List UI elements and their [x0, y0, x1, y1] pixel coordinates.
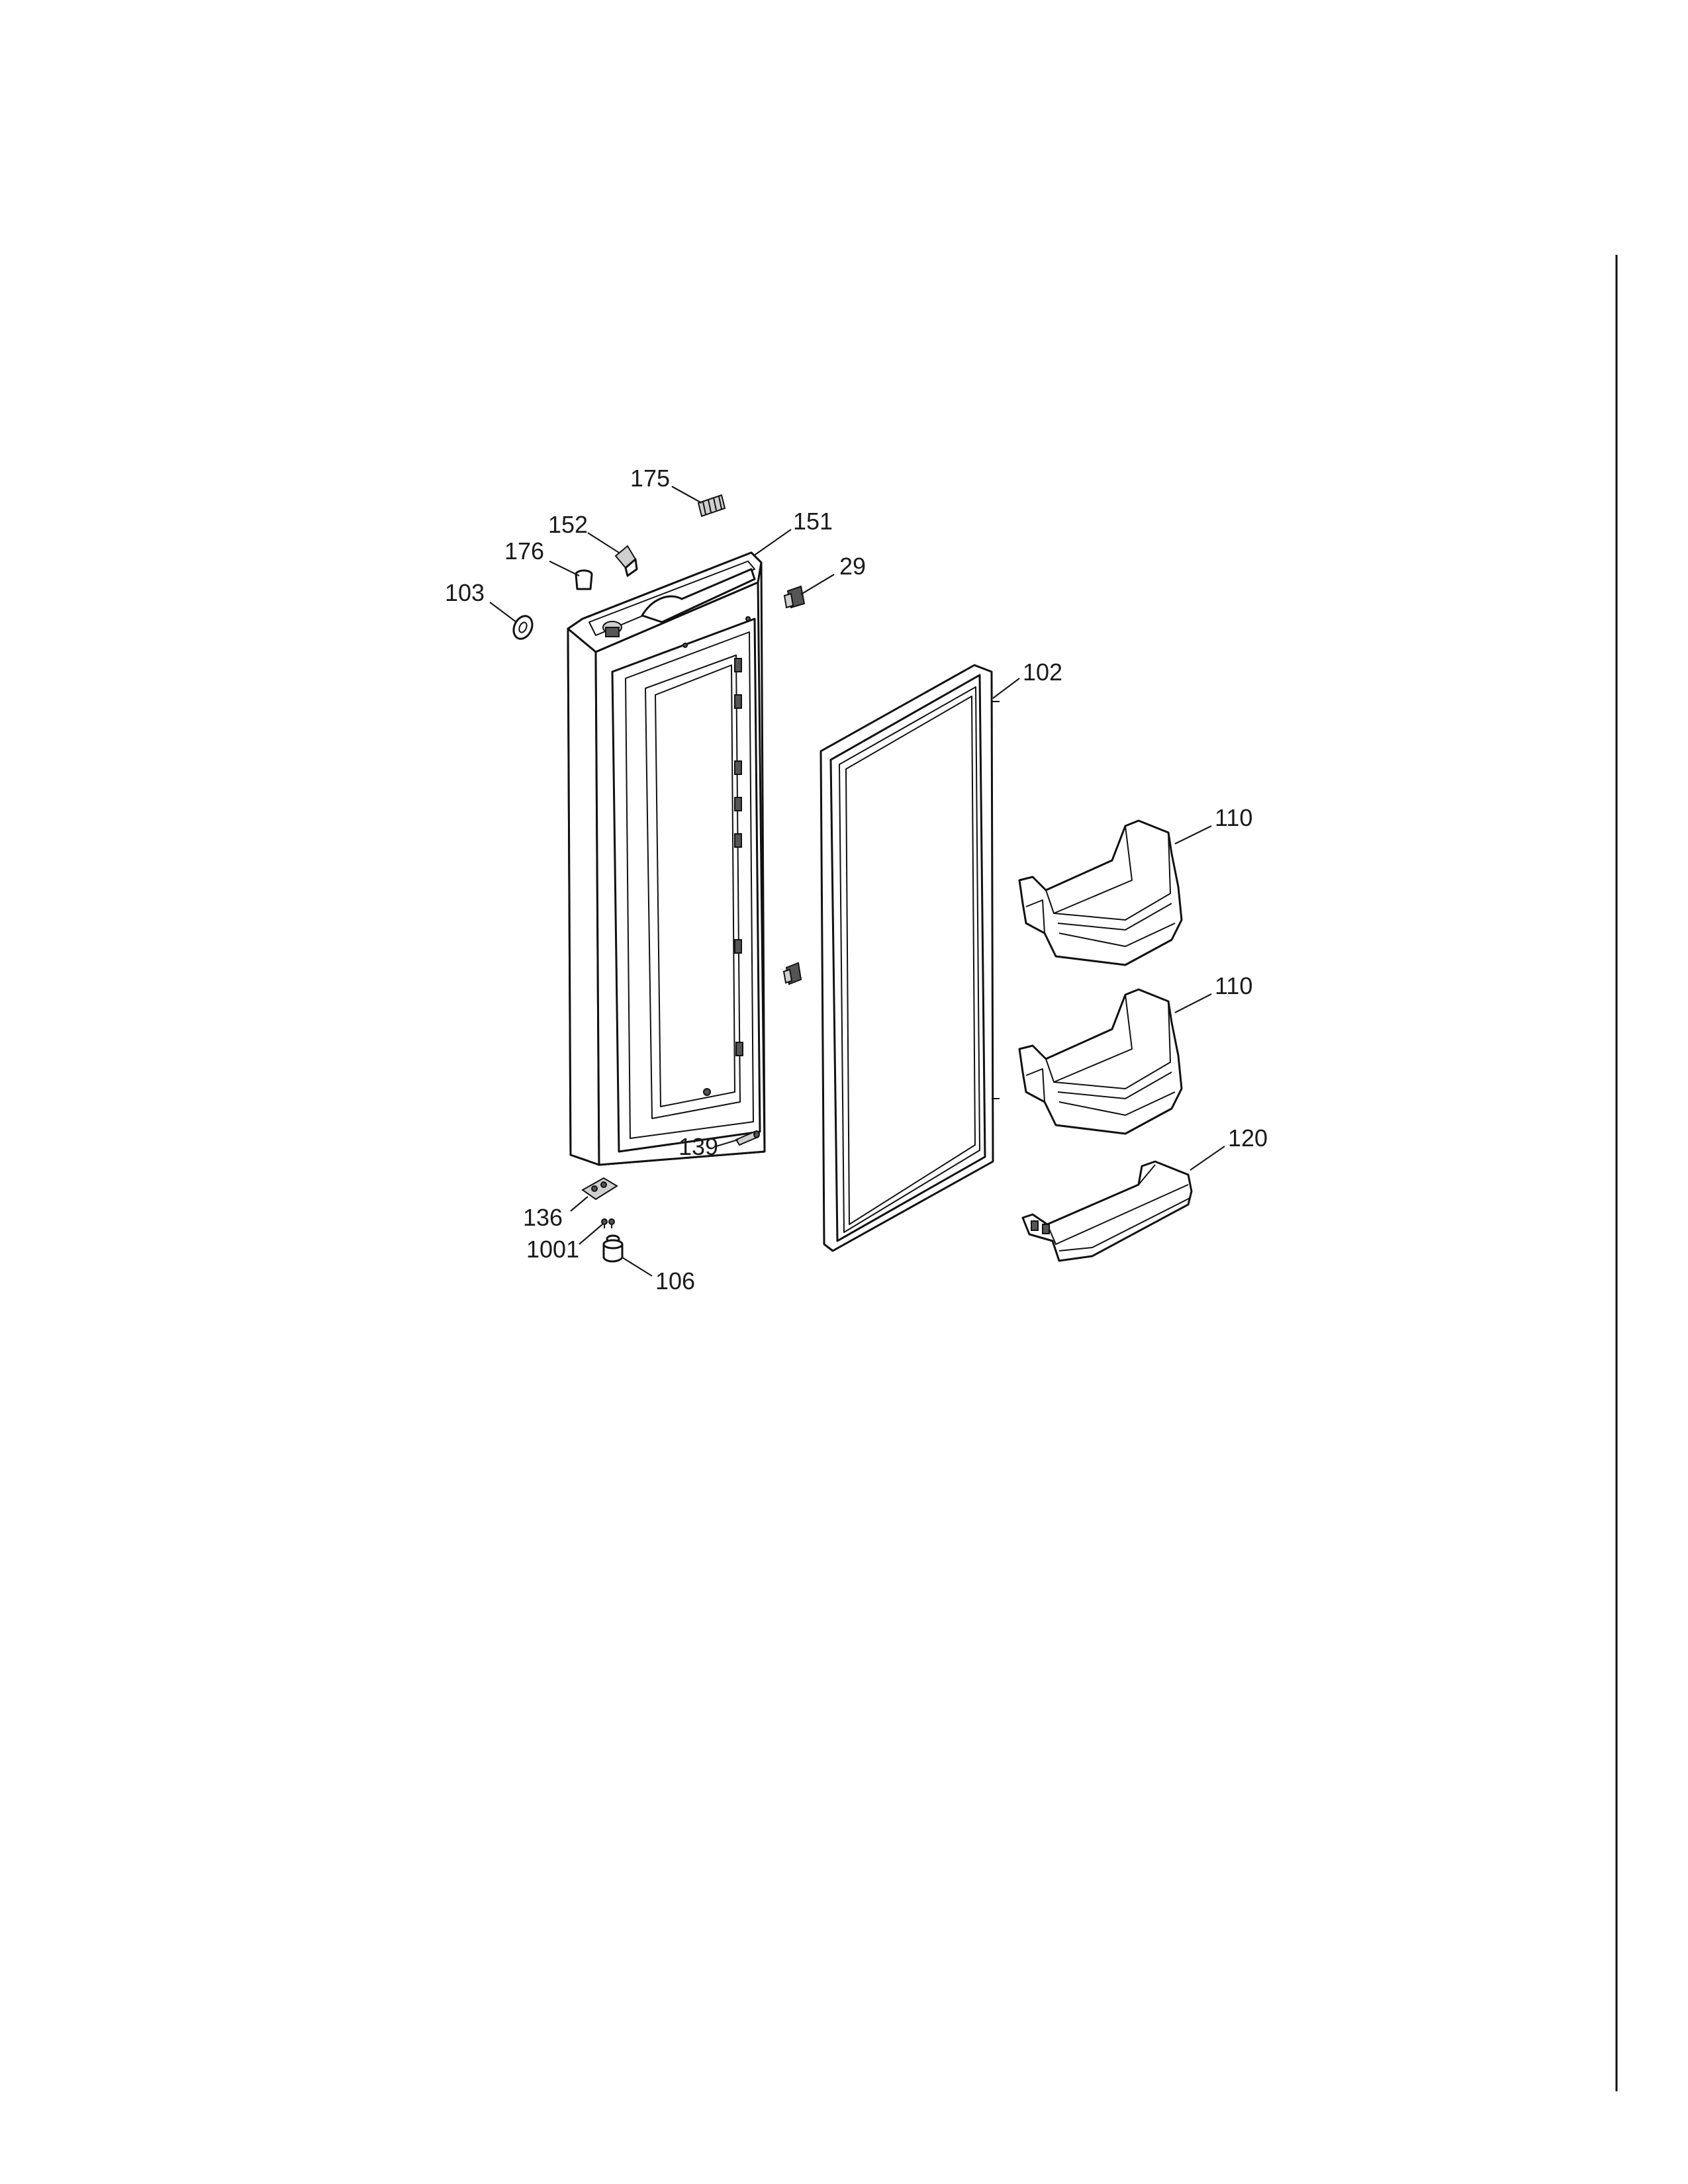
part-110-door-bin-upper [1018, 819, 1183, 966]
callout-110-upper: 110 [1215, 804, 1252, 831]
callout-176: 176 [504, 537, 544, 565]
part-103-washer [512, 615, 534, 640]
part-106-hinge-cam [602, 1234, 624, 1263]
callout-152: 152 [548, 511, 588, 538]
callout-120: 120 [1228, 1124, 1268, 1152]
door-stop-mid [782, 962, 802, 985]
callout-106: 106 [655, 1267, 695, 1295]
part-29-door-stop [783, 585, 806, 609]
door-assembly [567, 551, 766, 1166]
callout-1001: 1001 [526, 1236, 579, 1263]
callout-labels: 175 152 151 176 29 103 102 110 110 139 1… [445, 465, 1268, 1295]
part-152-hinge-cover [614, 545, 638, 577]
part-1001-screws [601, 1218, 615, 1228]
hinge-bushing [602, 621, 622, 637]
callout-110-lower: 110 [1215, 972, 1252, 999]
callout-136: 136 [523, 1204, 563, 1231]
part-175-connector [697, 494, 726, 518]
callout-102: 102 [1023, 659, 1062, 686]
callout-139: 139 [679, 1133, 718, 1160]
leader-lines [489, 486, 1225, 1277]
part-136-hinge-plate [581, 1177, 618, 1201]
callout-175: 175 [630, 465, 670, 492]
callout-29: 29 [839, 553, 866, 580]
part-176-bushing [575, 569, 593, 590]
callout-103: 103 [445, 579, 485, 606]
part-139-pin [735, 1130, 760, 1146]
part-110-door-bin-lower [1018, 988, 1183, 1135]
part-120-door-shelf [1021, 1160, 1193, 1262]
part-102-door-gasket [820, 664, 1000, 1252]
callout-151: 151 [793, 508, 833, 535]
